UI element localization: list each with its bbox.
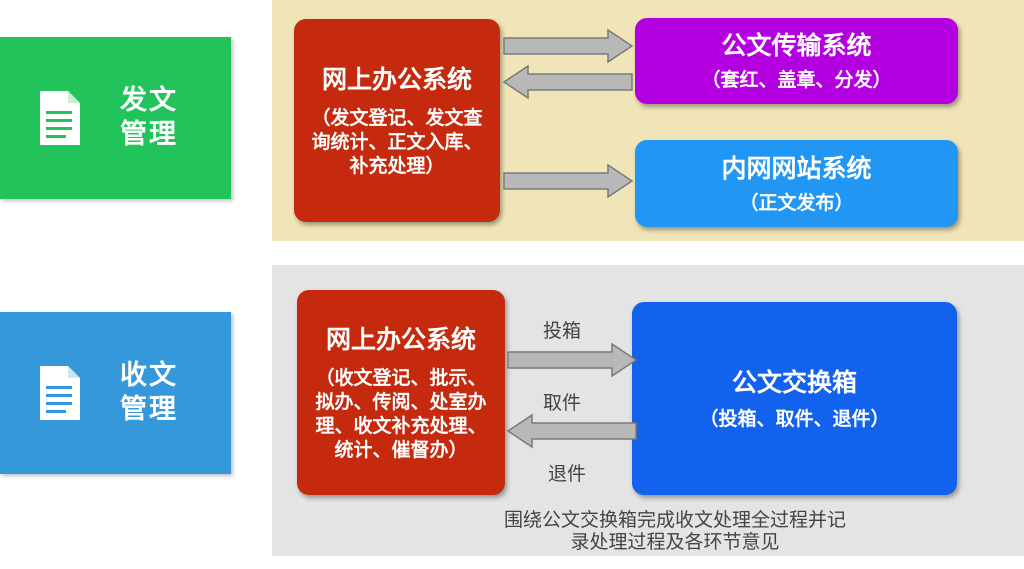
document-exchange-box-title: 公文交换箱	[731, 367, 857, 397]
document-icon	[40, 91, 80, 145]
arrow-label-return: 退件	[548, 463, 587, 485]
arrow-label-fetch: 取件	[543, 392, 582, 414]
arrow-office-to-exchange	[507, 342, 638, 378]
document-transfer-system-subtitle: （套红、盖章、分发）	[701, 69, 892, 91]
receive-caption-line1: 围绕公文交换箱完成收文处理全过程并记	[503, 509, 846, 531]
document-exchange-box-subtitle: （投箱、取件、退件）	[699, 407, 890, 430]
receive-office-system-title: 网上办公系统	[325, 324, 476, 354]
document-transfer-system-box: 公文传输系统 （套红、盖章、分发）	[635, 18, 958, 104]
receive-office-system-subtitle: （收文登记、批示、拟办、传阅、处室办理、收文补充处理、统计、催督办）	[315, 366, 487, 461]
send-office-system-title: 网上办公系统	[321, 64, 472, 94]
arrow-office-to-intranet	[503, 163, 634, 199]
send-office-system-box: 网上办公系统 （发文登记、发文查询统计、正文入库、补充处理）	[294, 19, 500, 222]
intranet-website-system-box: 内网网站系统 （正文发布）	[635, 140, 958, 227]
send-management-label: 发文管理	[0, 37, 231, 199]
receive-office-system-box: 网上办公系统 （收文登记、批示、拟办、传阅、处室办理、收文补充处理、统计、催督办…	[297, 290, 505, 495]
arrow-transfer-to-office	[502, 64, 633, 100]
document-transfer-system-title: 公文传输系统	[721, 31, 872, 60]
arrow-office-to-transfer	[503, 28, 634, 64]
receive-management-label: 收文管理	[0, 312, 231, 474]
receive-caption: 围绕公文交换箱完成收文处理全过程并记 录处理过程及各环节意见	[440, 509, 910, 553]
document-icon	[40, 366, 80, 420]
send-office-system-subtitle: （发文登记、发文查询统计、正文入库、补充处理）	[311, 106, 483, 177]
arrow-exchange-to-office	[506, 413, 637, 449]
arrow-label-deposit: 投箱	[543, 320, 582, 342]
intranet-website-system-subtitle: （正文发布）	[739, 191, 854, 214]
send-management-text: 发文管理	[120, 85, 178, 150]
document-exchange-box: 公文交换箱 （投箱、取件、退件）	[632, 302, 957, 495]
receive-caption-line2: 录处理过程及各环节意见	[570, 531, 780, 553]
intranet-website-system-title: 内网网站系统	[721, 153, 872, 183]
receive-management-text: 收文管理	[120, 360, 178, 425]
